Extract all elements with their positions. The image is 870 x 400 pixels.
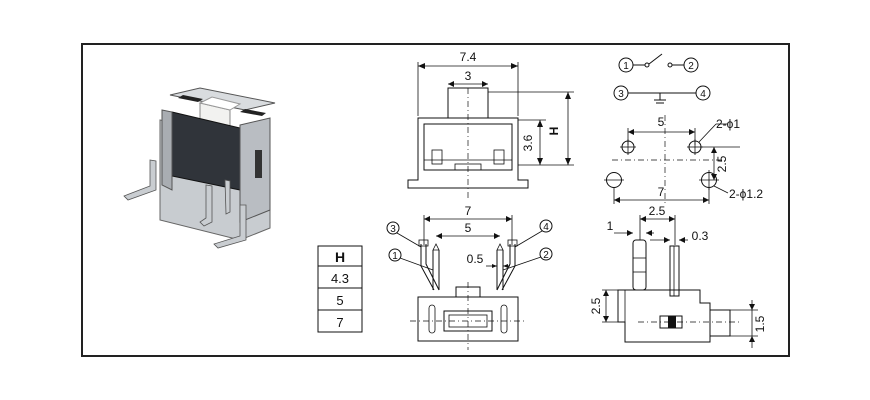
dim-7-4: 7.4 <box>460 50 477 64</box>
dim-holes-5: 5 <box>658 115 665 129</box>
hole-pattern: 5 2-ϕ1 2-ϕ1.2 2.5 7 <box>604 115 763 205</box>
dim-h: H <box>547 127 561 136</box>
circuit-pin-2: 2 <box>688 61 694 72</box>
dim-side-1: 1 <box>607 219 614 233</box>
dim-2-phi1: 2-ϕ1 <box>716 117 740 131</box>
circuit-pin-1: 1 <box>623 61 629 72</box>
dim-front-7: 7 <box>465 204 472 218</box>
front-pin-4: 4 <box>543 222 549 233</box>
dim-side-1-5: 1.5 <box>753 315 767 332</box>
side-view: 2.5 1 0.3 2.5 <box>589 204 767 348</box>
front-view: 7 5 0.5 3 <box>386 204 553 350</box>
top-view: 7.4 3 H 3.6 <box>407 50 574 200</box>
h-table-row: 4.3 <box>331 271 349 286</box>
dim-3: 3 <box>465 69 472 83</box>
dim-side-left-2-5: 2.5 <box>589 297 603 314</box>
dim-front-5: 5 <box>465 221 472 235</box>
h-table-header: H <box>335 249 345 265</box>
h-table-row: 5 <box>336 293 343 308</box>
dim-holes-2-5: 2.5 <box>715 155 729 172</box>
h-table: H 4.3 5 7 <box>317 245 363 333</box>
front-pin-1: 1 <box>392 251 398 262</box>
circuit-pin-4: 4 <box>700 89 706 100</box>
h-table-row: 7 <box>336 315 343 330</box>
dim-3-6: 3.6 <box>521 134 535 151</box>
dim-2-phi1-2: 2-ϕ1.2 <box>729 187 763 201</box>
dim-front-0-5: 0.5 <box>467 252 484 266</box>
circuit-symbol: 1 2 3 4 <box>613 53 711 104</box>
dim-side-0-3: 0.3 <box>692 229 709 243</box>
circuit-pin-3: 3 <box>618 89 624 100</box>
front-pin-2: 2 <box>543 250 549 261</box>
dim-holes-7: 7 <box>658 185 665 199</box>
front-pin-3: 3 <box>390 224 396 235</box>
dim-side-2-5: 2.5 <box>649 204 666 218</box>
switch-photo <box>123 87 276 249</box>
